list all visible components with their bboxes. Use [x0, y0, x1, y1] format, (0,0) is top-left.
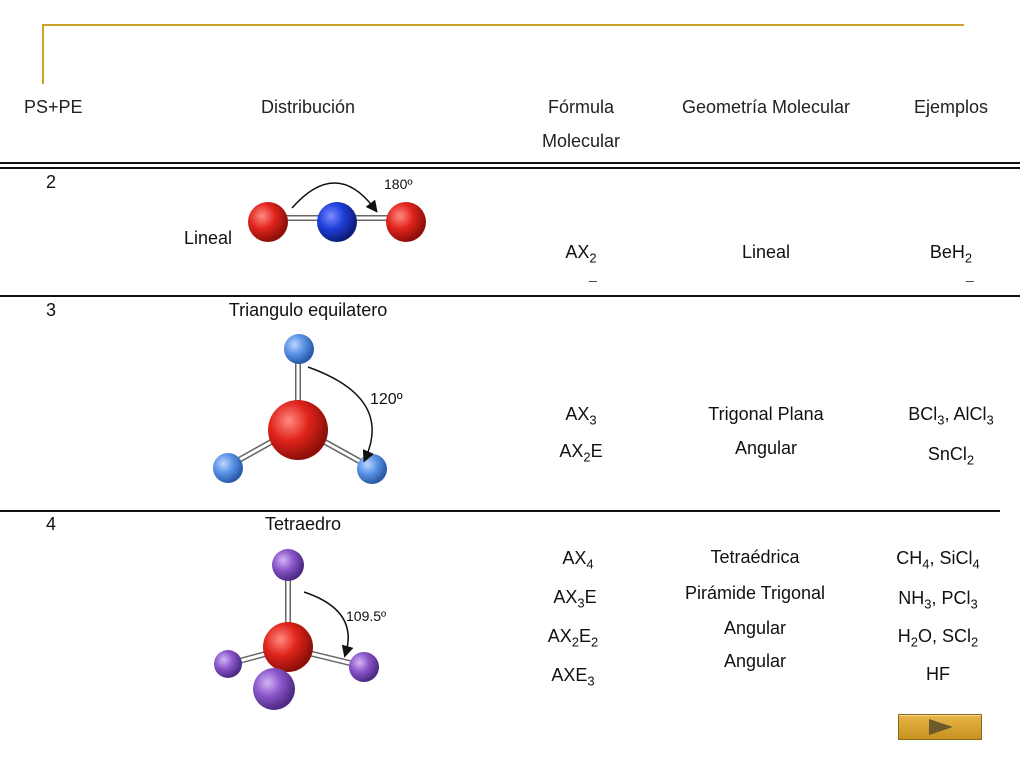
atom-top	[272, 549, 304, 581]
row-separator-2	[0, 510, 1000, 512]
underscore-mark: _	[589, 266, 597, 282]
row-separator-1	[0, 295, 1020, 297]
header-examples: Ejemplos	[913, 97, 989, 117]
slide-frame-top	[42, 24, 964, 26]
linear-molecule-diagram	[248, 182, 426, 242]
geometry-1: Tetraédrica	[710, 547, 800, 567]
formula-2: AX3E	[553, 587, 597, 611]
distribution-label: Lineal	[184, 228, 233, 248]
geometry-1: Lineal	[741, 242, 791, 262]
geometry-2: Pirámide Trigonal	[684, 583, 826, 603]
pe-count: 3	[46, 300, 57, 320]
geometry-1: Trigonal Plana	[708, 404, 824, 424]
atom-front	[253, 668, 295, 710]
formula-3: AX2E2	[547, 626, 599, 650]
header-geometry: Geometría Molecular	[681, 97, 851, 117]
angle-label: 120º	[370, 391, 403, 408]
geometry-2: Angular	[734, 438, 798, 458]
formula-1: AX4	[562, 548, 594, 572]
header-formula-2: Molecular	[541, 131, 621, 151]
atom-right	[349, 652, 379, 682]
atom-central	[317, 202, 357, 242]
pe-count: 4	[46, 514, 57, 534]
header-formula: Fórmula	[547, 97, 615, 117]
geometry-3: Angular	[723, 618, 787, 638]
distribution-label: Triangulo equilatero	[228, 300, 388, 320]
slide-frame-left	[42, 24, 44, 84]
example-2: SnCl2	[927, 444, 975, 468]
example-3: H2O, SCl2	[897, 626, 979, 650]
atom-right	[357, 454, 387, 484]
example-4: HF	[926, 664, 950, 684]
example-1: BCl3, AlCl3	[908, 404, 994, 428]
distribution-label: Tetraedro	[264, 514, 342, 534]
formula-4: AXE3	[551, 665, 595, 689]
atom-top	[284, 334, 314, 364]
header-distribution: Distribución	[260, 97, 356, 117]
atom-oxygen-left	[248, 202, 288, 242]
atom-oxygen-right	[386, 202, 426, 242]
angle-arc	[307, 366, 374, 463]
next-slide-button[interactable]	[898, 714, 982, 740]
atom-left	[213, 453, 243, 483]
angle-arc	[291, 182, 378, 213]
example-1: CH4, SiCl4	[896, 548, 980, 572]
header-separator-2	[0, 167, 1020, 169]
atom-central	[268, 400, 328, 460]
header-separator	[0, 162, 1020, 164]
geometry-4: Angular	[723, 651, 787, 671]
underscore-mark: _	[966, 266, 974, 282]
atom-left	[214, 650, 242, 678]
header-pe: PS+PE	[24, 97, 83, 117]
trigonal-molecule-diagram	[213, 334, 387, 484]
angle-label: 180º	[384, 176, 413, 192]
example-2: NH3, PCl3	[898, 588, 978, 612]
example-1: BeH2	[929, 242, 973, 266]
atom-central	[263, 622, 313, 672]
formula-1: AX3	[565, 404, 597, 428]
pe-count: 2	[46, 172, 57, 192]
angle-arc	[303, 591, 354, 658]
formula-2: AX2E	[559, 441, 603, 465]
play-arrow-icon	[929, 719, 953, 735]
tetrahedral-molecule-diagram	[214, 549, 379, 710]
formula-1: AX2	[565, 242, 597, 266]
angle-label: 109.5º	[346, 608, 387, 624]
